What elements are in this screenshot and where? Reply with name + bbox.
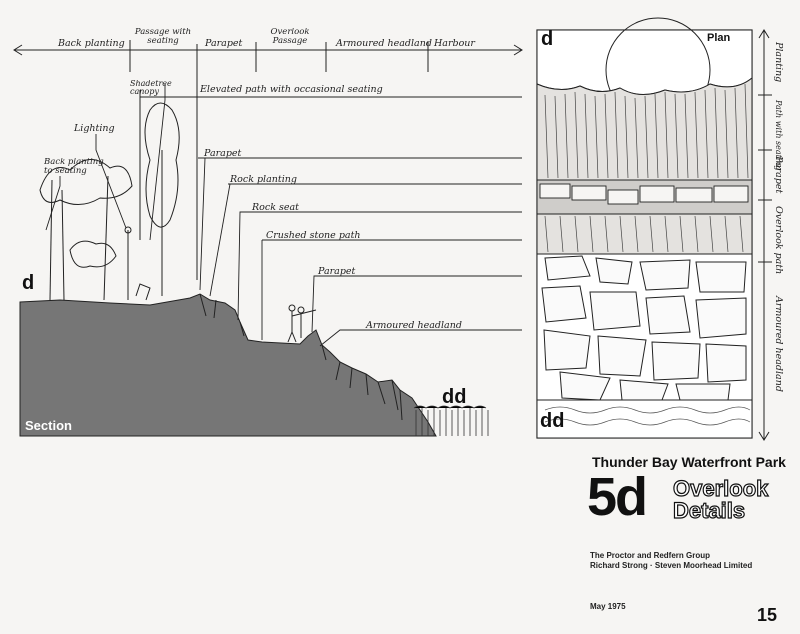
note-back-planting-wrap: Back planting to seating bbox=[44, 158, 104, 176]
note-shade-tree-canopy: Shadetree canopy bbox=[130, 80, 172, 96]
header-overlook-passage-wrap: Overlook Passage bbox=[270, 28, 310, 46]
note-lighting: Lighting bbox=[73, 123, 115, 134]
note-parapet-2: Parapet bbox=[317, 266, 356, 277]
sheet-date: May 1975 bbox=[590, 602, 626, 611]
subtitle-line-2: Details bbox=[672, 498, 746, 523]
elevated-path-dimension bbox=[139, 90, 522, 240]
slope-rocks bbox=[199, 293, 403, 421]
park-title: Thunder Bay Waterfront Park bbox=[592, 454, 786, 470]
header-armoured-headland: Armoured headland bbox=[335, 38, 432, 49]
note-rock-seat: Rock seat bbox=[251, 202, 299, 213]
note-shade-tree-wrap: Shadetree canopy bbox=[130, 80, 172, 96]
section-label: Section bbox=[25, 418, 72, 433]
marker-dd-plan: dd bbox=[540, 410, 565, 432]
note-crushed-stone-path: Crushed stone path bbox=[266, 230, 361, 241]
trees bbox=[39, 102, 180, 301]
header-overlook-passage: Overlook Passage bbox=[270, 28, 310, 46]
marker-d-plan: d bbox=[541, 28, 554, 50]
plan-label: Plan bbox=[707, 32, 731, 44]
header-passage-seating: Passage with seating bbox=[134, 28, 192, 46]
side-label-path-seating: Path with seating bbox=[774, 99, 783, 171]
firm-credits: The Proctor and Redfern Group Richard St… bbox=[590, 551, 752, 571]
header-passage-seating-wrap: Passage with seating bbox=[134, 28, 192, 46]
note-elevated-path: Elevated path with occasional seating bbox=[199, 84, 383, 95]
plan-panel bbox=[536, 17, 753, 439]
header-parapet: Parapet bbox=[204, 38, 243, 49]
section-ground bbox=[19, 293, 437, 437]
marker-dd-section: dd bbox=[442, 386, 467, 408]
note-parapet-1: Parapet bbox=[203, 148, 242, 159]
note-armoured-headland: Armoured headland bbox=[365, 320, 462, 331]
page-number: 15 bbox=[757, 605, 778, 625]
top-dimension-line bbox=[13, 40, 523, 280]
water-hatch bbox=[413, 405, 489, 436]
person-figure bbox=[287, 304, 317, 343]
note-back-planting-seating: Back planting to seating bbox=[44, 158, 104, 176]
side-label-armoured-headland: Armoured headland bbox=[773, 295, 784, 392]
note-rock-planting: Rock planting bbox=[229, 174, 297, 185]
sheet-code: 5d bbox=[587, 467, 648, 527]
marker-d-section: d bbox=[22, 272, 35, 294]
firm-line-2: Richard Strong · Steven Moorhead Limited bbox=[590, 561, 753, 570]
subtitle-line-1: Overlook bbox=[672, 476, 769, 501]
firm-line-1: The Proctor and Redfern Group bbox=[590, 551, 711, 560]
side-label-overlook-path: Overlook path bbox=[773, 206, 784, 274]
side-label-planting: Planting bbox=[773, 41, 784, 82]
header-harbour: Harbour bbox=[433, 38, 476, 49]
sheet-subtitle: Overlook Details bbox=[672, 476, 769, 523]
side-dimension-line bbox=[758, 29, 772, 441]
note-leaders bbox=[45, 84, 522, 347]
header-back-planting: Back planting bbox=[57, 38, 125, 49]
side-label-parapet: Parapet bbox=[773, 155, 784, 194]
